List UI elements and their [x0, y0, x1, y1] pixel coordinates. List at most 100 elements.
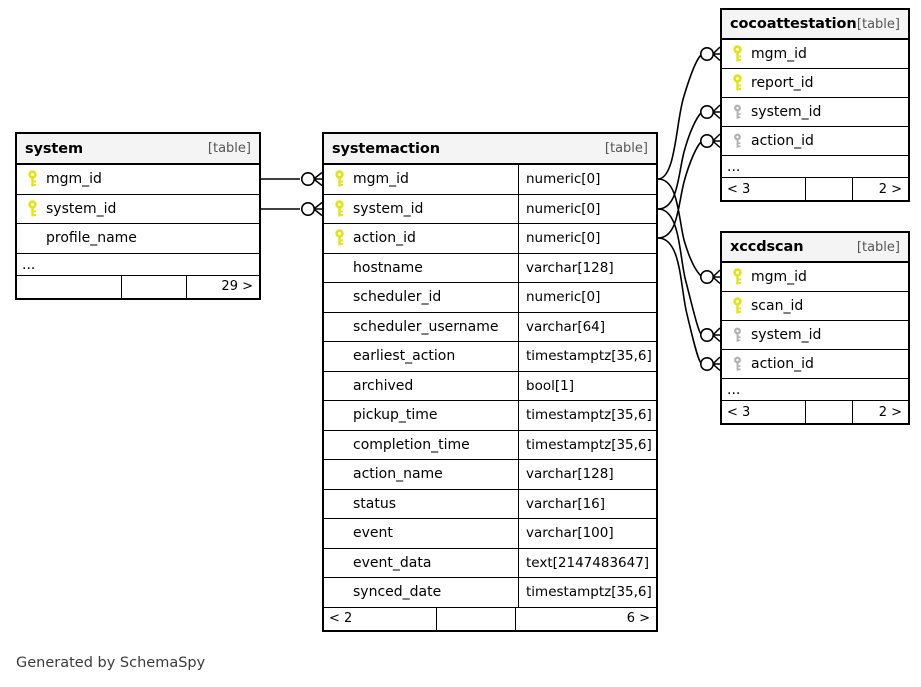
column-cell-name: event	[324, 519, 518, 548]
table-row[interactable]: pickup_time timestamptz[35,6]	[324, 401, 656, 431]
table-cocoattestation-kind: [table]	[856, 16, 900, 32]
column-name: event	[353, 525, 393, 542]
column-name: system_id	[46, 200, 117, 217]
table-row[interactable]: scheduler_id numeric[0]	[324, 283, 656, 313]
footer-incoming-count[interactable]: < 3	[727, 181, 751, 197]
table-row[interactable]: mgm_id	[17, 165, 259, 195]
table-row[interactable]: action_id numeric[0]	[324, 224, 656, 254]
table-xccdscan[interactable]: xccdscan [table] mgm_id	[720, 231, 910, 425]
column-cell-name: action_name	[324, 460, 518, 489]
table-systemaction[interactable]: systemaction [table] mgm_id numeric[0]	[322, 132, 658, 632]
table-cocoattestation[interactable]: cocoattestation [table] mgm_id	[720, 8, 910, 202]
column-cell-name: completion_time	[324, 431, 518, 460]
footer-outgoing-count[interactable]: 2 >	[878, 181, 902, 197]
footer-outgoing-count[interactable]: 29 >	[221, 279, 253, 294]
table-row[interactable]: system_id	[722, 98, 908, 127]
column-cell-name: pickup_time	[324, 401, 518, 430]
relationship-systemaction-actionid-to-cocoattestation-actionid	[657, 133, 721, 239]
table-cocoattestation-header: cocoattestation [table]	[722, 10, 908, 40]
relationship-systemaction-mgmid-to-cocoattestation-mgmid	[657, 46, 721, 180]
column-type: bool[1]	[518, 371, 656, 400]
table-row[interactable]: action_name varchar[128]	[324, 460, 656, 490]
column-type: varchar[100]	[518, 519, 656, 548]
table-row[interactable]: synced_date timestamptz[35,6]	[324, 578, 656, 608]
table-row[interactable]: scan_id	[722, 292, 908, 321]
column-name: completion_time	[353, 436, 470, 453]
table-system[interactable]: system [table] mgm_id	[15, 132, 261, 300]
column-name: mgm_id	[46, 171, 102, 188]
column-type: timestamptz[35,6]	[518, 342, 656, 371]
table-systemaction-footer: < 2 6 >	[324, 607, 656, 630]
table-row[interactable]: status varchar[16]	[324, 489, 656, 519]
column-cell-name: scan_id	[722, 292, 908, 320]
key-icon-primary	[335, 170, 344, 187]
column-name: report_id	[751, 75, 814, 91]
table-row[interactable]: mgm_id numeric[0]	[324, 165, 656, 195]
column-name: action_id	[751, 133, 814, 149]
footer-incoming-count[interactable]: < 3	[727, 404, 751, 420]
column-cell-name: scheduler_id	[324, 283, 518, 312]
table-xccdscan-footer: < 3 2 >	[722, 401, 908, 423]
table-row[interactable]: hostname varchar[128]	[324, 253, 656, 283]
key-icon-foreign	[734, 327, 741, 342]
table-row[interactable]: profile_name	[17, 224, 259, 254]
key-icon-primary	[28, 170, 37, 187]
table-row[interactable]: archived bool[1]	[324, 371, 656, 401]
table-row[interactable]: system_id	[17, 195, 259, 224]
key-icon-primary	[733, 74, 742, 91]
column-cell-name: action_id	[324, 224, 518, 253]
column-type: varchar[16]	[518, 489, 656, 518]
column-name: archived	[353, 377, 414, 394]
more-columns-indicator: ...	[722, 156, 908, 178]
key-icon-foreign	[734, 133, 741, 148]
table-row[interactable]: action_id	[722, 350, 908, 379]
relationship-system-mgmid-to-systemaction-mgmid	[261, 171, 323, 187]
column-type: varchar[64]	[518, 312, 656, 341]
footer-incoming-count[interactable]	[17, 276, 121, 298]
column-cell-name: synced_date	[324, 578, 518, 607]
relationship-systemaction-systemid-to-xccdscan-systemid	[657, 208, 721, 343]
key-icon-primary	[733, 268, 742, 285]
key-icon-foreign	[734, 356, 741, 371]
table-row[interactable]: mgm_id	[722, 263, 908, 292]
footer-incoming-count[interactable]: < 2	[329, 611, 353, 626]
table-systemaction-header: systemaction [table]	[324, 134, 656, 165]
table-system-footer: 29 >	[17, 275, 259, 298]
column-cell-name: archived	[324, 372, 518, 401]
table-row[interactable]: event varchar[100]	[324, 519, 656, 549]
table-row[interactable]: event_data text[2147483647]	[324, 548, 656, 578]
table-row[interactable]: action_id	[722, 127, 908, 156]
table-row[interactable]: earliest_action timestamptz[35,6]	[324, 342, 656, 372]
key-icon-primary	[733, 45, 742, 62]
column-cell-name: action_id	[722, 350, 908, 378]
column-cell-name: status	[324, 490, 518, 519]
column-name: scheduler_id	[353, 289, 442, 306]
column-cell-name: mgm_id	[722, 263, 908, 291]
table-row[interactable]: report_id	[722, 69, 908, 98]
column-cell-name: mgm_id	[17, 165, 259, 194]
footer-outgoing-count[interactable]: 6 >	[626, 611, 650, 626]
table-system-kind: [table]	[207, 141, 251, 156]
table-systemaction-title: systemaction	[332, 140, 440, 157]
table-xccdscan-header: xccdscan [table]	[722, 233, 908, 263]
footer-middle	[805, 178, 853, 200]
table-row[interactable]: completion_time timestamptz[35,6]	[324, 430, 656, 460]
table-row[interactable]: system_id	[722, 321, 908, 350]
column-name: mgm_id	[751, 269, 807, 285]
column-name: action_id	[751, 356, 814, 372]
relationship-systemaction-mgmid-to-xccdscan-mgmid	[657, 178, 721, 285]
column-name: mgm_id	[353, 171, 409, 188]
more-columns-indicator: ...	[722, 379, 908, 401]
table-row[interactable]: system_id numeric[0]	[324, 194, 656, 224]
column-name: earliest_action	[353, 348, 456, 365]
column-cell-name: scheduler_username	[324, 313, 518, 342]
table-row[interactable]: scheduler_username varchar[64]	[324, 312, 656, 342]
column-name: scheduler_username	[353, 318, 499, 335]
column-cell-name: profile_name	[17, 224, 259, 253]
key-icon-foreign	[734, 104, 741, 119]
table-row[interactable]: mgm_id	[722, 40, 908, 69]
footer-outgoing-count[interactable]: 2 >	[878, 404, 902, 420]
relationship-systemaction-actionid-to-xccdscan-actionid	[657, 237, 721, 372]
column-name: hostname	[353, 259, 423, 276]
